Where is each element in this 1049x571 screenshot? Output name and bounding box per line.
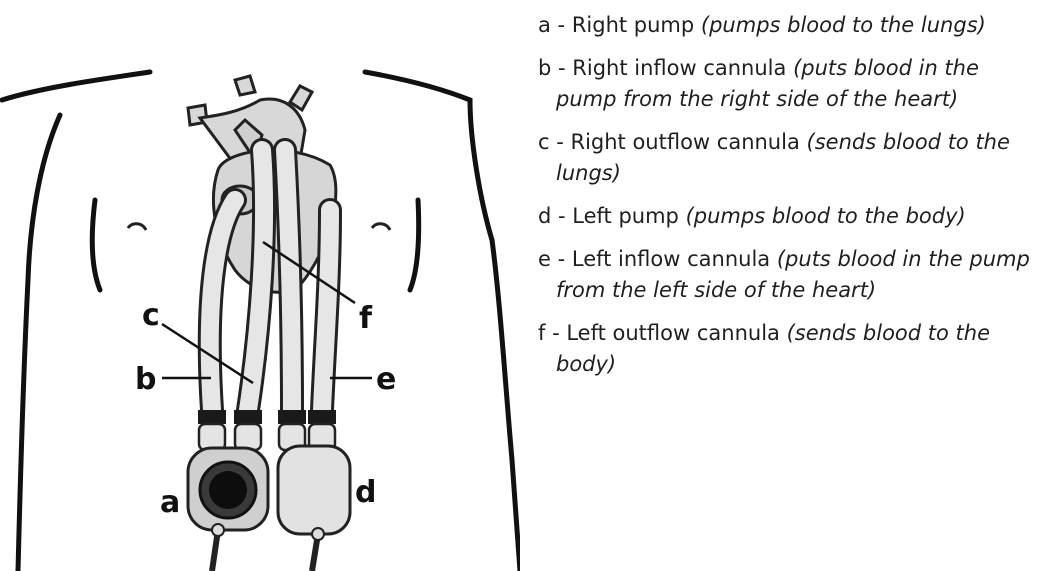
legend-key: b <box>538 56 551 80</box>
legend-separator: - <box>551 56 572 80</box>
legend-item-c: c - Right outflow cannula (sends blood t… <box>538 127 1043 189</box>
legend-item-a: a - Right pump (pumps blood to the lungs… <box>538 10 1043 41</box>
legend-item-f: f - Left outflow cannula (sends blood to… <box>538 318 1043 380</box>
legend-name: Left pump <box>572 204 679 228</box>
legend-name: Right outflow cannula <box>570 130 799 154</box>
legend-separator: - <box>545 321 566 345</box>
callout-f: f <box>359 301 373 336</box>
right-pump-icon <box>188 448 268 571</box>
legend-separator: - <box>550 130 571 154</box>
legend-description: (pumps blood to the lungs) <box>701 13 986 37</box>
legend-key: d <box>538 204 551 228</box>
callout-e: e <box>376 362 396 397</box>
legend-name: Left inflow cannula <box>572 247 770 271</box>
legend-separator: - <box>551 204 572 228</box>
legend: a - Right pump (pumps blood to the lungs… <box>538 10 1043 392</box>
callout-b: b <box>135 362 156 397</box>
legend-item-b: b - Right inflow cannula (puts blood in … <box>538 53 1043 115</box>
legend-key: e <box>538 247 551 271</box>
legend-item-d: d - Left pump (pumps blood to the body) <box>538 201 1043 232</box>
legend-name: Right pump <box>572 13 694 37</box>
legend-name: Right inflow cannula <box>572 56 786 80</box>
legend-key: c <box>538 130 550 154</box>
connector-bands <box>198 410 336 424</box>
legend-separator: - <box>551 13 572 37</box>
callout-c: c <box>142 298 160 333</box>
left-pump-icon <box>278 446 350 571</box>
legend-key: a <box>538 13 551 37</box>
legend-item-e: e - Left inflow cannula (puts blood in t… <box>538 244 1043 306</box>
legend-separator: - <box>551 247 572 271</box>
legend-description: (pumps blood to the body) <box>686 204 966 228</box>
callout-a: a <box>160 485 180 520</box>
callout-d: d <box>355 475 376 510</box>
torso-illustration: a b c d e f <box>0 0 520 571</box>
legend-name: Left outflow cannula <box>566 321 780 345</box>
